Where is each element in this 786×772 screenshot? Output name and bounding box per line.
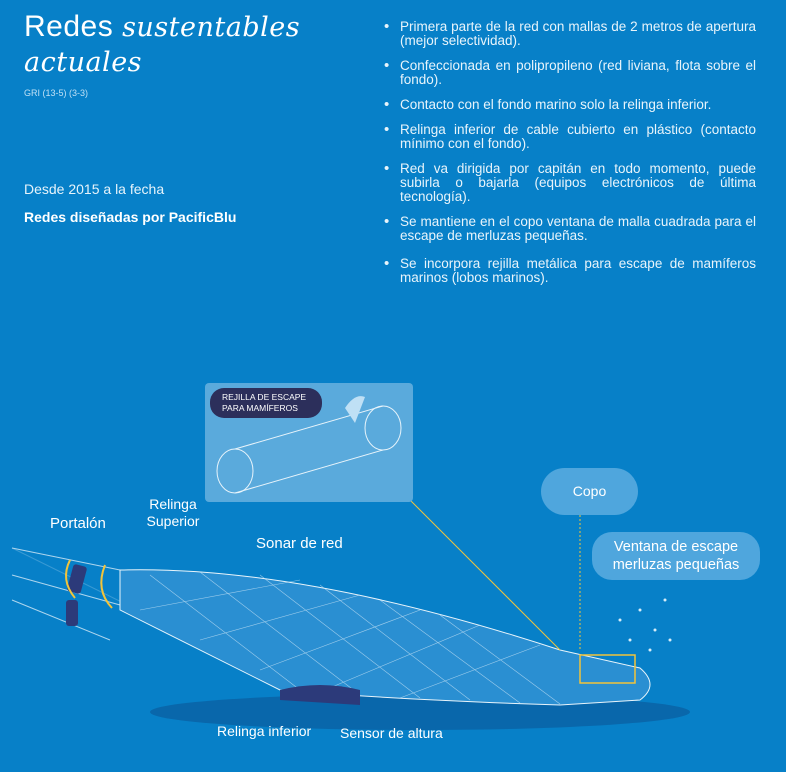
title-italic-2: actuales — [24, 47, 143, 78]
list-item: Red va dirigida por capitán en todo mome… — [384, 162, 756, 204]
since-text: Desde 2015 a la fecha — [24, 181, 165, 197]
list-item: Primera parte de la red con mallas de 2 … — [384, 20, 756, 48]
label-sensor: Sensor de altura — [340, 725, 443, 741]
label-relinga-inferior: Relinga inferior — [217, 723, 312, 739]
trawl-net-illustration — [11, 499, 690, 730]
feature-list: Primera parte de la red con mallas de 2 … — [384, 20, 756, 296]
label-ventana: Ventana de escape merluzas pequeñas — [592, 532, 760, 580]
page-title: Redes sustentables actuales — [24, 10, 300, 80]
list-item: Relinga inferior de cable cubierto en pl… — [384, 123, 756, 151]
title-italic: sustentables — [122, 12, 301, 43]
designed-by: Redes diseñadas por PacificBlu — [24, 209, 237, 225]
label-relinga-superior: Relinga Superior — [146, 496, 200, 529]
net-tube-illustration — [216, 396, 402, 494]
gri-code: GRI (13-5) (3-3) — [24, 88, 89, 98]
list-item: Confeccionada en polipropileno (red livi… — [384, 59, 756, 87]
list-item: Se mantiene en el copo ventana de malla … — [384, 215, 756, 243]
label-copo: Copo — [541, 468, 638, 515]
label-sonar: Sonar de red — [256, 535, 343, 552]
list-item: Se incorpora rejilla metálica para escap… — [384, 257, 756, 285]
list-item: Contacto con el fondo marino solo la rel… — [384, 98, 756, 113]
escape-grid-tag: REJILLA DE ESCAPE PARA MAMÍFEROS — [210, 388, 322, 418]
label-portalon: Portalón — [50, 515, 106, 532]
title-plain: Redes — [24, 10, 114, 43]
